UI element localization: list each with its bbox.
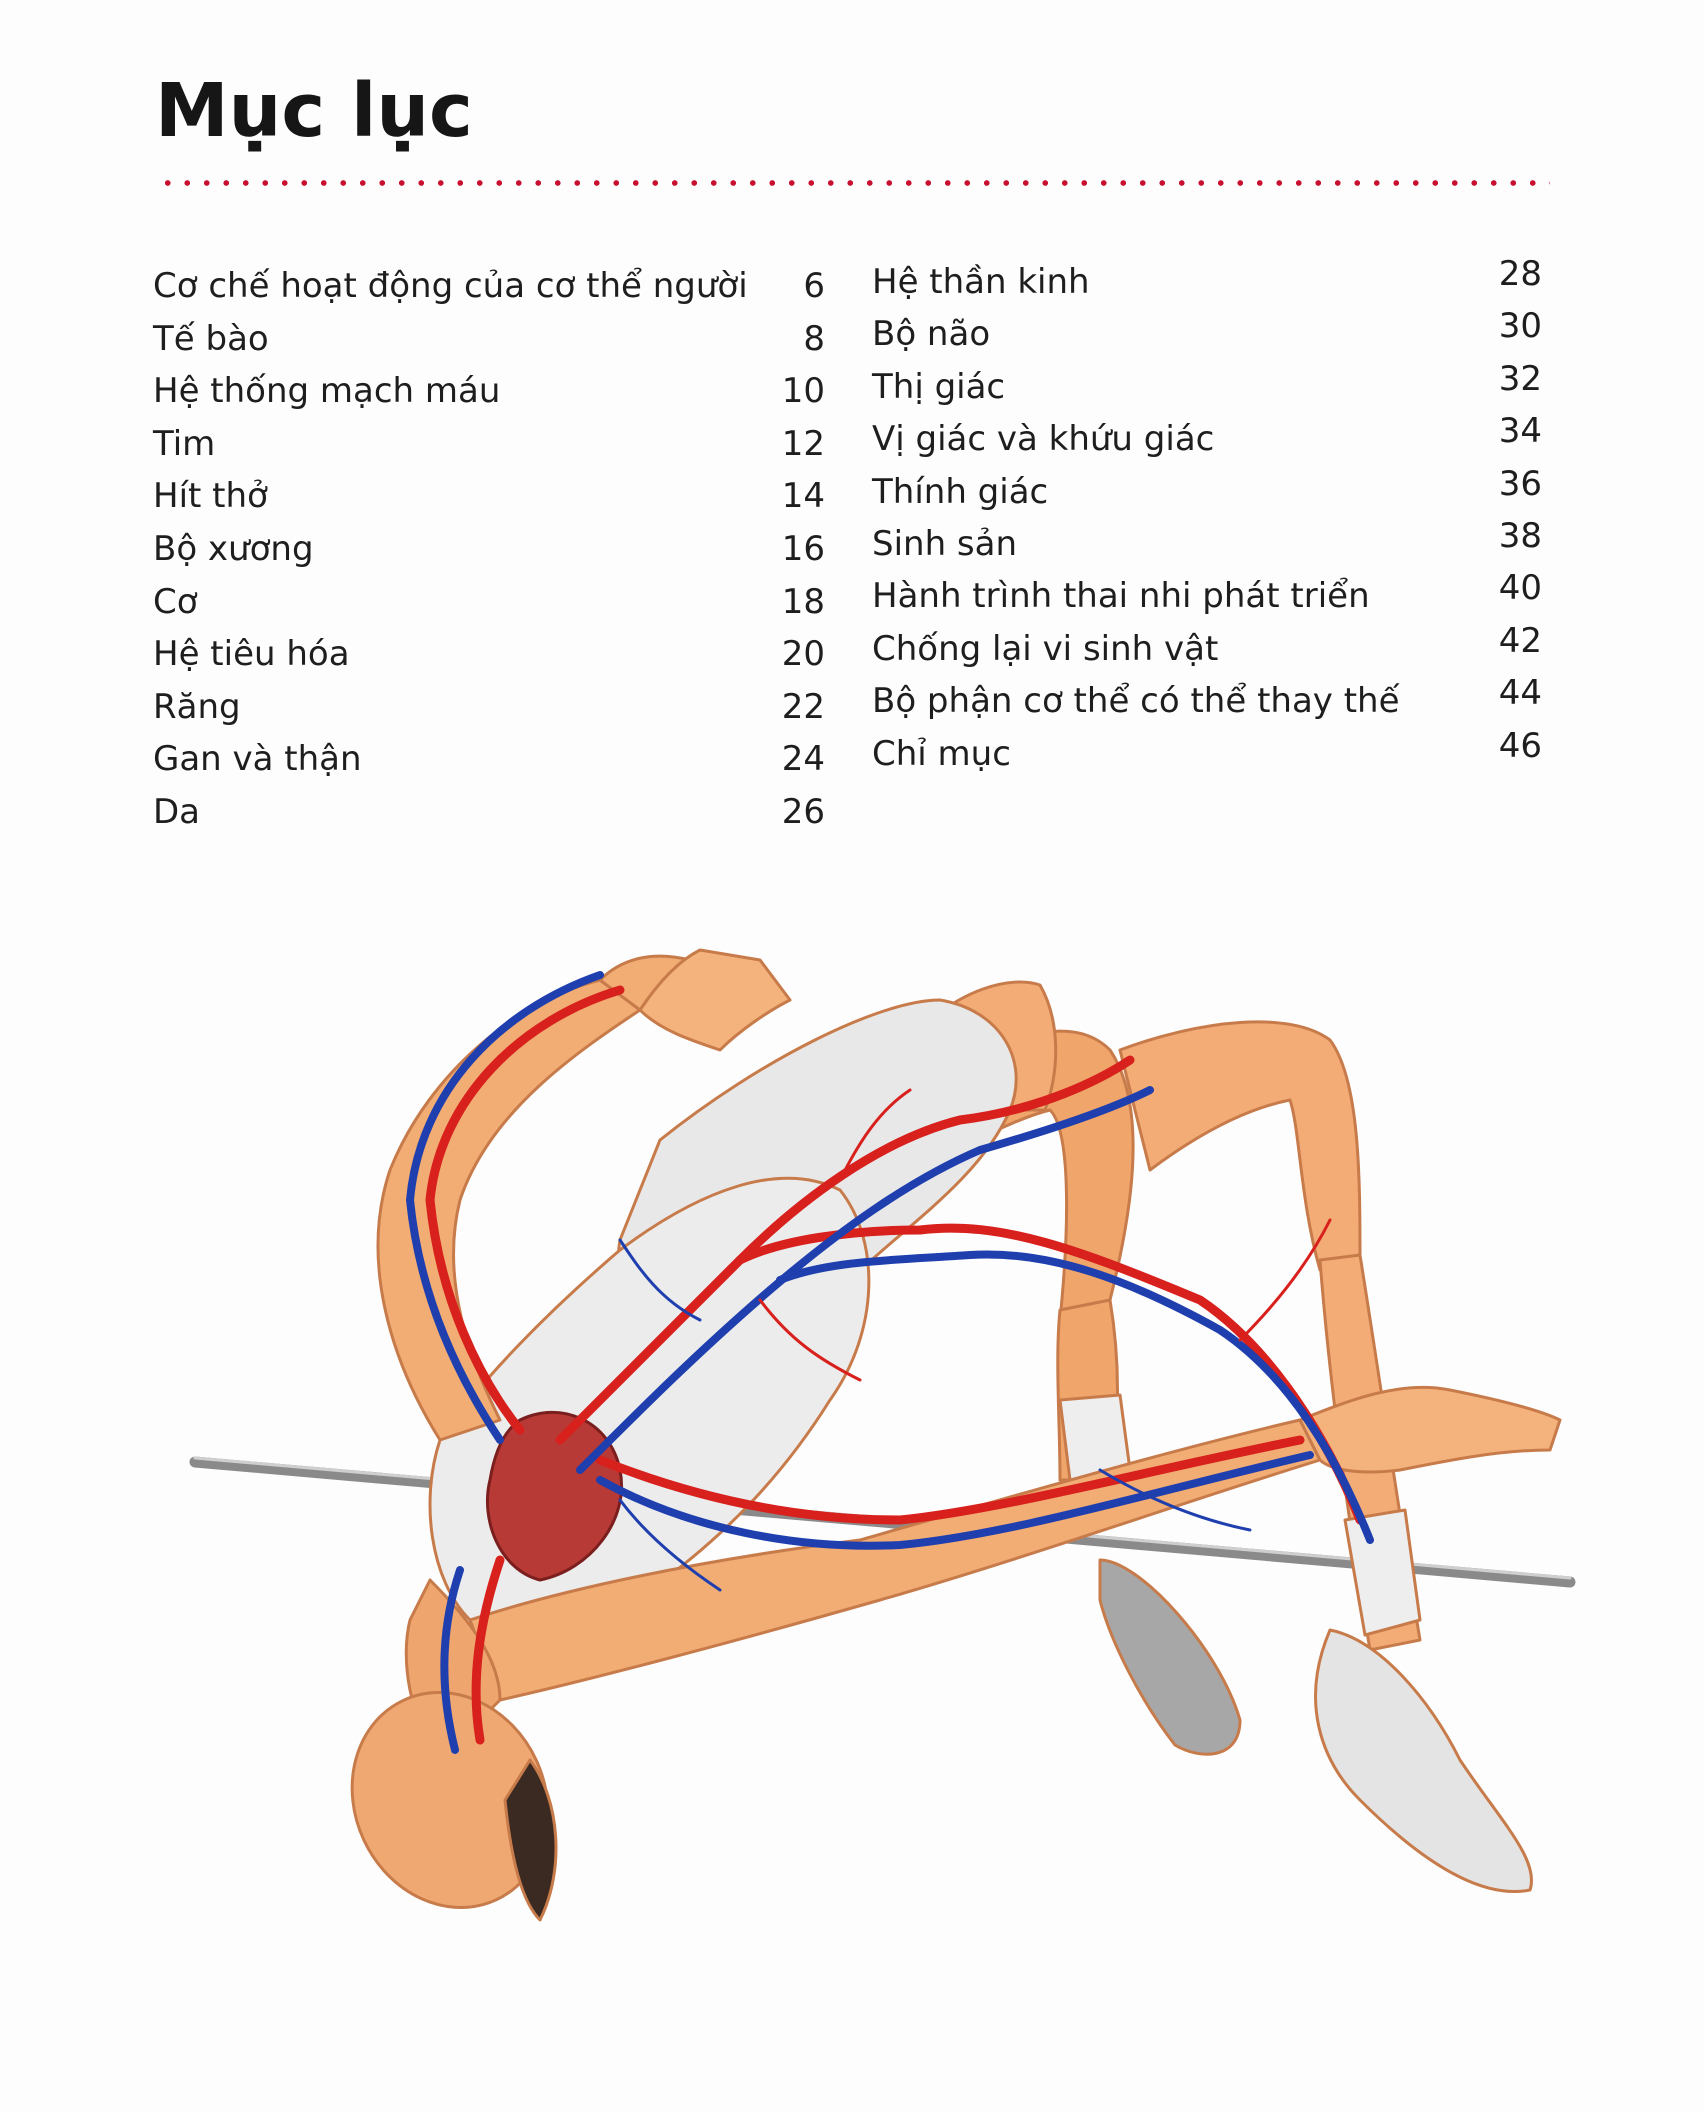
toc-entry-title: Bộ não (872, 314, 991, 355)
toc-entry-page-number: 38 (1498, 515, 1542, 556)
toc-entry: Bộ phận cơ thể có thể thay thế 44 (872, 673, 1542, 733)
toc-entry-title: Bộ xương (153, 528, 314, 569)
toc-entry-title: Hệ thống mạch máu (153, 371, 501, 412)
page-title: Mục lục (155, 68, 473, 154)
toc-entry: Cơ chế hoạt động của cơ thể người 6 (153, 266, 825, 319)
toc-entry-title: Tim (153, 423, 216, 464)
toc-entry-title: Thính giác (872, 471, 1049, 512)
toc-entry: Chỉ mục 46 (872, 726, 1542, 786)
toc-entry: Vị giác và khứu giác 34 (872, 411, 1542, 471)
toc-entry-page-number: 12 (781, 423, 825, 464)
toc-entry-page-number: 26 (781, 791, 825, 832)
toc-entry-title: Bộ phận cơ thể có thể thay thế (872, 681, 1400, 722)
veins (405, 971, 1374, 1754)
toc-column-left: Cơ chế hoạt động của cơ thể người 6 Tế bào… (153, 266, 825, 845)
head (350, 1691, 550, 1909)
toc-entry: Chống lại vi sinh vật 42 (872, 621, 1542, 681)
toc-entry-title: Hành trình thai nhi phát triển (872, 576, 1370, 617)
toc-entry: Hít thở 14 (153, 476, 825, 529)
toc-entry: Thị giác 32 (872, 359, 1542, 419)
heart (485, 1410, 623, 1582)
toc-entry: Hệ tiêu hóa 20 (153, 634, 825, 687)
toc-entry: Cơ 18 (153, 582, 825, 635)
toc-entry-page-number: 34 (1498, 411, 1542, 452)
toc-entry-page-number: 42 (1498, 620, 1542, 661)
toc-entry-page-number: 24 (781, 739, 825, 780)
toc-entry: Răng 22 (153, 687, 825, 740)
toc-entry-title: Da (153, 791, 201, 832)
toc-entry-page-number: 6 (803, 266, 825, 306)
toc-entry-title: Cơ chế hoạt động của cơ thể người (153, 266, 748, 306)
toc-entry: Hệ thần kinh 28 (872, 254, 1542, 314)
toc-entry-page-number: 10 (781, 371, 825, 412)
toc-entry-page-number: 18 (781, 581, 825, 622)
toc-entry: Bộ não 30 (872, 306, 1542, 366)
toc-entry-title: Hệ thần kinh (872, 262, 1090, 302)
toc-entry: Gan và thận 24 (153, 739, 825, 792)
toc-entry-page-number: 46 (1498, 725, 1542, 766)
toc-entry: Hành trình thai nhi phát triển 40 (872, 568, 1542, 628)
toc-entry-title: Hệ tiêu hóa (153, 634, 350, 675)
toc-entry-title: Chống lại vi sinh vật (872, 628, 1219, 669)
toc-entry-title: Sinh sản (872, 523, 1018, 564)
toc-entry-page-number: 8 (803, 318, 825, 359)
toc-entry: Sinh sản 38 (872, 516, 1542, 576)
toc-entry-title: Thị giác (872, 366, 1006, 407)
toc-entry-page-number: 32 (1498, 358, 1542, 399)
toc-entry-title: Tế bào (153, 318, 269, 359)
toc-entry-title: Chỉ mục (872, 733, 1011, 774)
toc-entry-title: Cơ (153, 581, 198, 622)
toc-entry-title: Hít thở (153, 476, 268, 517)
toc-entry-page-number: 16 (781, 528, 825, 569)
toc-entry-title: Răng (153, 686, 241, 727)
capillaries (618, 1088, 1332, 1592)
toc-entry: Da 26 (153, 792, 825, 845)
toc-entry: Thính giác 36 (872, 464, 1542, 524)
toc-entry-page-number: 28 (1498, 254, 1542, 294)
toc-entry: Tim 12 (153, 424, 825, 477)
toc-entry: Tế bào 8 (153, 319, 825, 372)
toc-entry-title: Vị giác và khứu giác (872, 419, 1215, 460)
toc-entry-page-number: 20 (781, 634, 825, 675)
toc-entry-page-number: 36 (1498, 463, 1542, 504)
dotted-divider (158, 180, 1550, 186)
toc-entry-page-number: 22 (781, 686, 825, 727)
toc-entry: Hệ thống mạch máu 10 (153, 371, 825, 424)
toc-entry-page-number: 40 (1498, 568, 1542, 609)
toc-entry-title: Gan và thận (153, 739, 362, 780)
toc-entry: Bộ xương 16 (153, 529, 825, 582)
toc-entry-page-number: 14 (781, 476, 825, 517)
toc-entry-page-number: 30 (1498, 306, 1542, 347)
toc-entry-page-number: 44 (1498, 673, 1542, 714)
high-jumper-circulatory-system-illustration (189, 948, 1576, 1922)
